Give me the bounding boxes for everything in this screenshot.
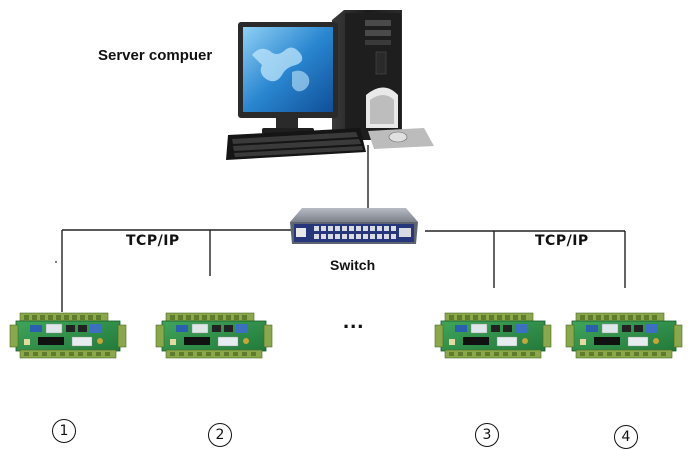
server-label: Server compuer xyxy=(98,47,213,64)
controller-number-1: 1 xyxy=(52,419,76,443)
controller-board-icon-3 xyxy=(434,312,552,359)
controller-board-icon-4 xyxy=(565,312,683,359)
tcp-ip-label-left: TCP/IP xyxy=(126,233,180,249)
controller-number-2: 2 xyxy=(208,423,232,447)
network-switch-icon xyxy=(290,208,418,244)
more-controllers-ellipsis: ... xyxy=(343,308,365,333)
controller-board-icon-1 xyxy=(9,312,127,359)
controller-board-icon-2 xyxy=(155,312,273,359)
switch-label: Switch xyxy=(330,257,376,273)
controller-number-3: 3 xyxy=(475,423,499,447)
server-computer-icon xyxy=(226,10,434,160)
stray-dot xyxy=(55,261,57,263)
network-lines xyxy=(61,145,626,312)
controller-number-4: 4 xyxy=(614,425,638,449)
tcp-ip-label-right: TCP/IP xyxy=(535,233,589,249)
